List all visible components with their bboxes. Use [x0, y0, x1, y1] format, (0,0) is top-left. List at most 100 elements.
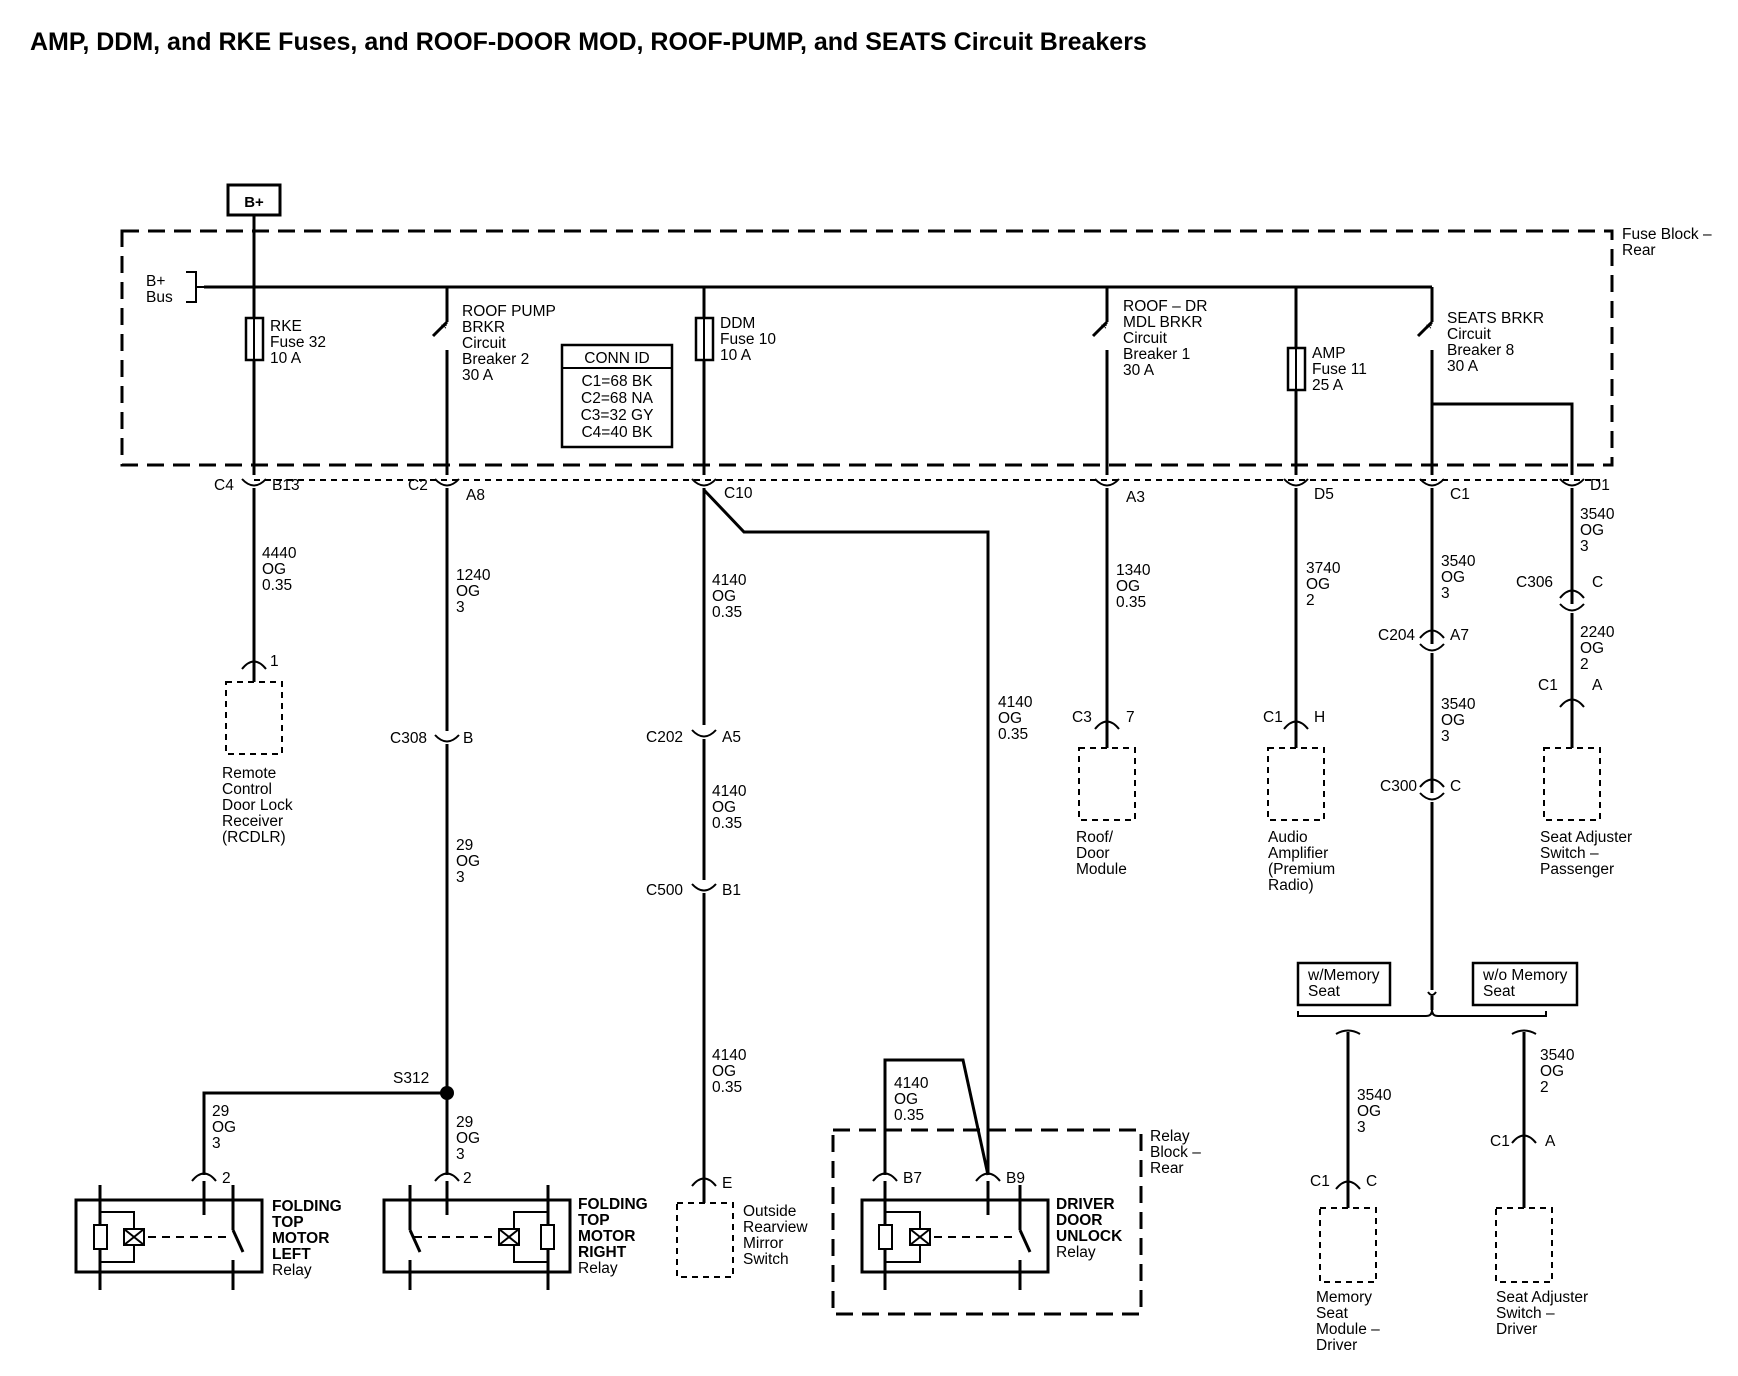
- svg-text:C1: C1: [1538, 677, 1558, 694]
- seats-circuit-breaker: *: [1416, 287, 1574, 475]
- svg-text:3: 3: [456, 599, 465, 616]
- svg-text:Rearview: Rearview: [743, 1219, 808, 1236]
- svg-text:0.35: 0.35: [712, 604, 742, 621]
- connector-c500-b1: C500 B1: [646, 882, 741, 899]
- roof-door-module-label: Roof/ Door Module: [1076, 829, 1127, 878]
- svg-text:Switch –: Switch –: [1540, 845, 1599, 862]
- svg-text:2: 2: [1580, 656, 1589, 673]
- connector-c1-a-passenger: C1 A: [1538, 677, 1603, 694]
- svg-text:OG: OG: [712, 1063, 736, 1080]
- svg-text:29: 29: [456, 1114, 473, 1131]
- folding-top-motor-left-label: FOLDING TOP MOTOR LEFT Relay: [272, 1198, 342, 1279]
- svg-text:C3: C3: [1072, 709, 1092, 726]
- svg-text:0.35: 0.35: [262, 577, 292, 594]
- wire-1340-label: 1340 OG 0.35: [1116, 562, 1151, 611]
- svg-text:Passenger: Passenger: [1540, 861, 1614, 878]
- svg-text:OG: OG: [712, 588, 736, 605]
- roof-door-breaker-label: ROOF – DR MDL BRKR Circuit Breaker 1 30 …: [1123, 298, 1207, 379]
- svg-text:H: H: [1314, 709, 1325, 726]
- svg-text:Module: Module: [1076, 861, 1127, 878]
- svg-text:Seat: Seat: [1483, 983, 1516, 1000]
- diagram-title: AMP, DDM, and RKE Fuses, and ROOF-DOOR M…: [30, 28, 1147, 56]
- svg-text:C300: C300: [1380, 778, 1417, 795]
- svg-text:2240: 2240: [1580, 624, 1615, 641]
- wire-4140-label-a: 4140 OG 0.35: [712, 572, 747, 621]
- pin-b9: B9: [1006, 1170, 1025, 1187]
- svg-text:Block –: Block –: [1150, 1144, 1201, 1161]
- fuse-block-rear-outline: [120, 229, 1614, 467]
- relay-block-rear-label: Relay Block – Rear: [1150, 1128, 1201, 1177]
- wire-29-label-upper: 29 OG 3: [456, 837, 480, 886]
- seat-adjuster-driver-outline: [1495, 1207, 1553, 1283]
- rcdlr-label: Remote Control Door Lock Receiver (RCDLR…: [222, 765, 293, 846]
- svg-text:C2=68 NA: C2=68 NA: [581, 390, 654, 407]
- svg-text:1240: 1240: [456, 567, 491, 584]
- svg-text:(Premium: (Premium: [1268, 861, 1335, 878]
- relay-block-rear-outline: [831, 1128, 1143, 1316]
- svg-text:ROOF PUMP: ROOF PUMP: [462, 303, 556, 320]
- connector-c10: C10: [724, 485, 753, 502]
- svg-text:B+: B+: [146, 273, 165, 290]
- svg-text:29: 29: [212, 1103, 229, 1120]
- seat-adjuster-passenger-outline: [1543, 747, 1601, 821]
- svg-text:4140: 4140: [894, 1075, 929, 1092]
- svg-text:C202: C202: [646, 729, 683, 746]
- fuse-block-rear-label: Fuse Block – Rear: [1622, 226, 1712, 259]
- wire-3540-label-d: 3540 OG 3: [1580, 506, 1615, 555]
- svg-text:C306: C306: [1516, 574, 1553, 591]
- svg-text:C2: C2: [408, 477, 428, 494]
- rcdlr-pin: 1: [270, 653, 279, 670]
- svg-text:C500: C500: [646, 882, 683, 899]
- seat-adjuster-passenger-label: Seat Adjuster Switch – Passenger: [1540, 829, 1632, 878]
- svg-text:3: 3: [456, 869, 465, 886]
- svg-text:3540: 3540: [1357, 1087, 1392, 1104]
- wire-3540-label-c: 3540 OG 3: [1357, 1087, 1392, 1136]
- svg-text:29: 29: [456, 837, 473, 854]
- svg-text:Driver: Driver: [1496, 1321, 1537, 1338]
- svg-text:A8: A8: [466, 487, 485, 504]
- svg-text:C: C: [1592, 574, 1603, 591]
- svg-text:MDL BRKR: MDL BRKR: [1123, 314, 1203, 331]
- svg-text:Seat Adjuster: Seat Adjuster: [1496, 1289, 1588, 1306]
- svg-text:3540: 3540: [1441, 553, 1476, 570]
- svg-text:C1=68 BK: C1=68 BK: [581, 373, 653, 390]
- wire-1240-label: 1240 OG 3: [456, 567, 491, 616]
- svg-text:CONN ID: CONN ID: [584, 350, 649, 367]
- connector-c300-c: C300 C: [1380, 778, 1461, 795]
- connector-c4-b13: C4 B13: [214, 477, 300, 494]
- svg-text:Outside: Outside: [743, 1203, 796, 1220]
- svg-text:Circuit: Circuit: [1447, 326, 1492, 343]
- svg-text:B: B: [463, 730, 473, 747]
- svg-text:3: 3: [1441, 728, 1450, 745]
- svg-text:0.35: 0.35: [998, 726, 1028, 743]
- svg-text:A5: A5: [722, 729, 741, 746]
- svg-text:Door: Door: [1076, 845, 1110, 862]
- svg-text:C1: C1: [1310, 1173, 1330, 1190]
- left-relay-pin: 2: [222, 1170, 231, 1187]
- svg-text:Control: Control: [222, 781, 272, 798]
- svg-text:SEATS BRKR: SEATS BRKR: [1447, 310, 1544, 327]
- svg-text:2: 2: [1540, 1079, 1549, 1096]
- driver-door-unlock-label: DRIVER DOOR UNLOCK Relay: [1056, 1196, 1123, 1261]
- svg-text:C: C: [1366, 1173, 1377, 1190]
- wire-3540-label-a: 3540 OG 3: [1441, 553, 1476, 602]
- svg-text:RIGHT: RIGHT: [578, 1244, 627, 1261]
- wire-4140-label-b: 4140 OG 0.35: [998, 694, 1033, 743]
- svg-text:*: *: [1101, 321, 1107, 338]
- wire-29-label-right: 29 OG 3: [456, 1114, 480, 1163]
- svg-text:Door Lock: Door Lock: [222, 797, 293, 814]
- svg-text:LEFT: LEFT: [272, 1246, 311, 1263]
- svg-text:3740: 3740: [1306, 560, 1341, 577]
- svg-text:C4=40 BK: C4=40 BK: [581, 424, 653, 441]
- svg-text:2: 2: [1306, 592, 1315, 609]
- roof-pump-breaker-label: ROOF PUMP BRKR Circuit Breaker 2 30 A: [462, 303, 556, 384]
- wire-3740-label: 3740 OG 2: [1306, 560, 1341, 609]
- svg-text:Seat Adjuster: Seat Adjuster: [1540, 829, 1632, 846]
- right-relay-pin: 2: [463, 1170, 472, 1187]
- pin-b7: B7: [903, 1170, 922, 1187]
- wire-29-label-left: 29 OG 3: [212, 1103, 236, 1152]
- wire-3540-label-b: 3540 OG 3: [1441, 696, 1476, 745]
- svg-text:OG: OG: [894, 1091, 918, 1108]
- amp-fuse-label: AMP Fuse 11 25 A: [1312, 345, 1367, 394]
